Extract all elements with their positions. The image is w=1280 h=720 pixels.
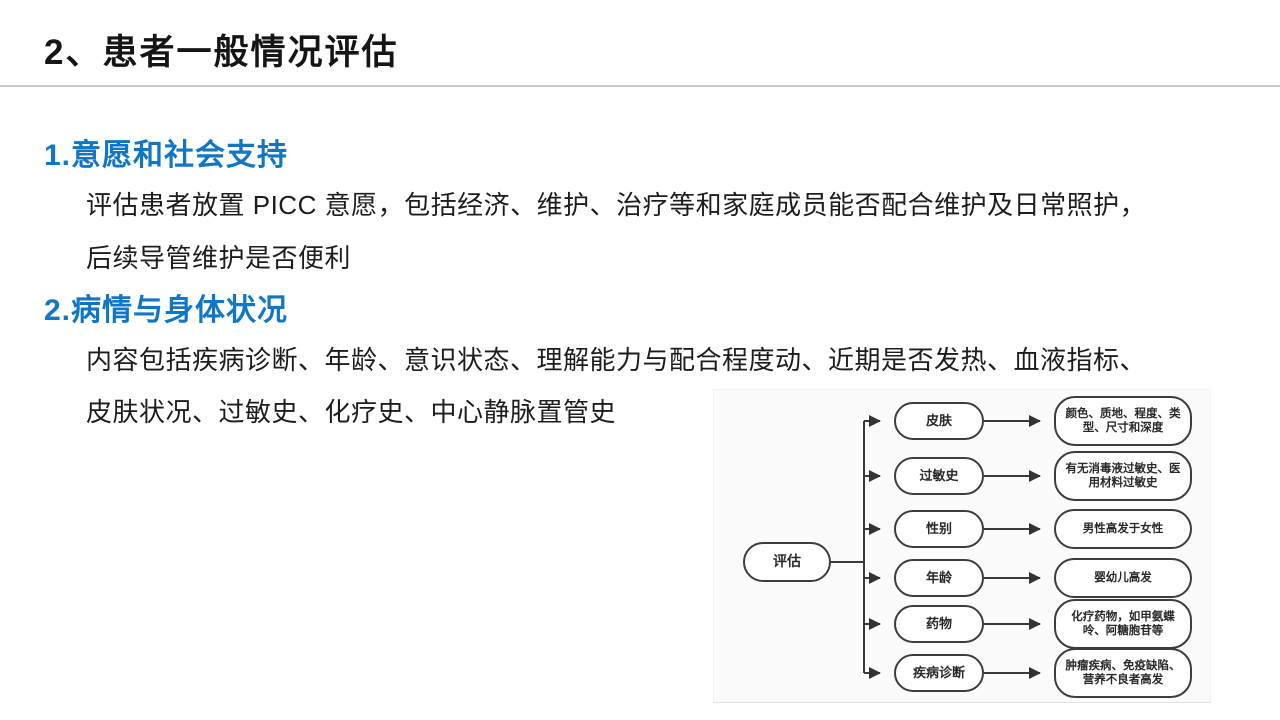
diagram-connectors — [831, 415, 1041, 679]
diagram-category-node: 年龄 — [894, 559, 984, 597]
diagram-category-node: 药物 — [894, 605, 984, 643]
section-2-line-1: 内容包括疾病诊断、年龄、意识状态、理解能力与配合程度动、近期是否发热、血液指标、 — [86, 345, 1147, 375]
page-title: 2、患者一般情况评估 — [44, 33, 399, 72]
diagram-category-node: 皮肤 — [894, 402, 984, 440]
diagram-category-node: 性别 — [894, 510, 984, 548]
section-1-line-2: 后续导管维护是否便利 — [86, 243, 352, 273]
diagram-category-node: 疾病诊断 — [894, 654, 984, 692]
connector-lines — [831, 415, 1041, 679]
section-2-line-2: 皮肤状况、过敏史、化疗史、中心静脉置管史 — [86, 397, 617, 427]
diagram-detail-node: 化疗药物，如甲氨蝶呤、阿糖胞苷等 — [1054, 599, 1192, 649]
diagram-detail-node: 肿瘤疾病、免疫缺陷、营养不良者高发 — [1054, 648, 1192, 698]
diagram-detail-node: 婴幼儿高发 — [1054, 558, 1192, 598]
diagram-detail-node: 有无消毒液过敏史、医用材料过敏史 — [1054, 451, 1192, 501]
section-2-heading: 2.病情与身体状况 — [44, 294, 289, 327]
assessment-flowchart: 评估 皮肤 过敏史 性别 年龄 药物 疾病诊断 颜色、质地、程度、类型、尺寸和深… — [713, 389, 1211, 703]
diagram-detail-node: 男性高发于女性 — [1054, 509, 1192, 549]
diagram-root-node: 评估 — [743, 542, 831, 582]
diagram-category-node: 过敏史 — [894, 457, 984, 495]
section-1-heading: 1.意愿和社会支持 — [44, 139, 289, 172]
title-divider — [0, 85, 1280, 87]
section-1-line-1: 评估患者放置 PICC 意愿，包括经济、维护、治疗等和家庭成员能否配合维护及日常… — [86, 190, 1147, 220]
diagram-detail-node: 颜色、质地、程度、类型、尺寸和深度 — [1054, 396, 1192, 446]
